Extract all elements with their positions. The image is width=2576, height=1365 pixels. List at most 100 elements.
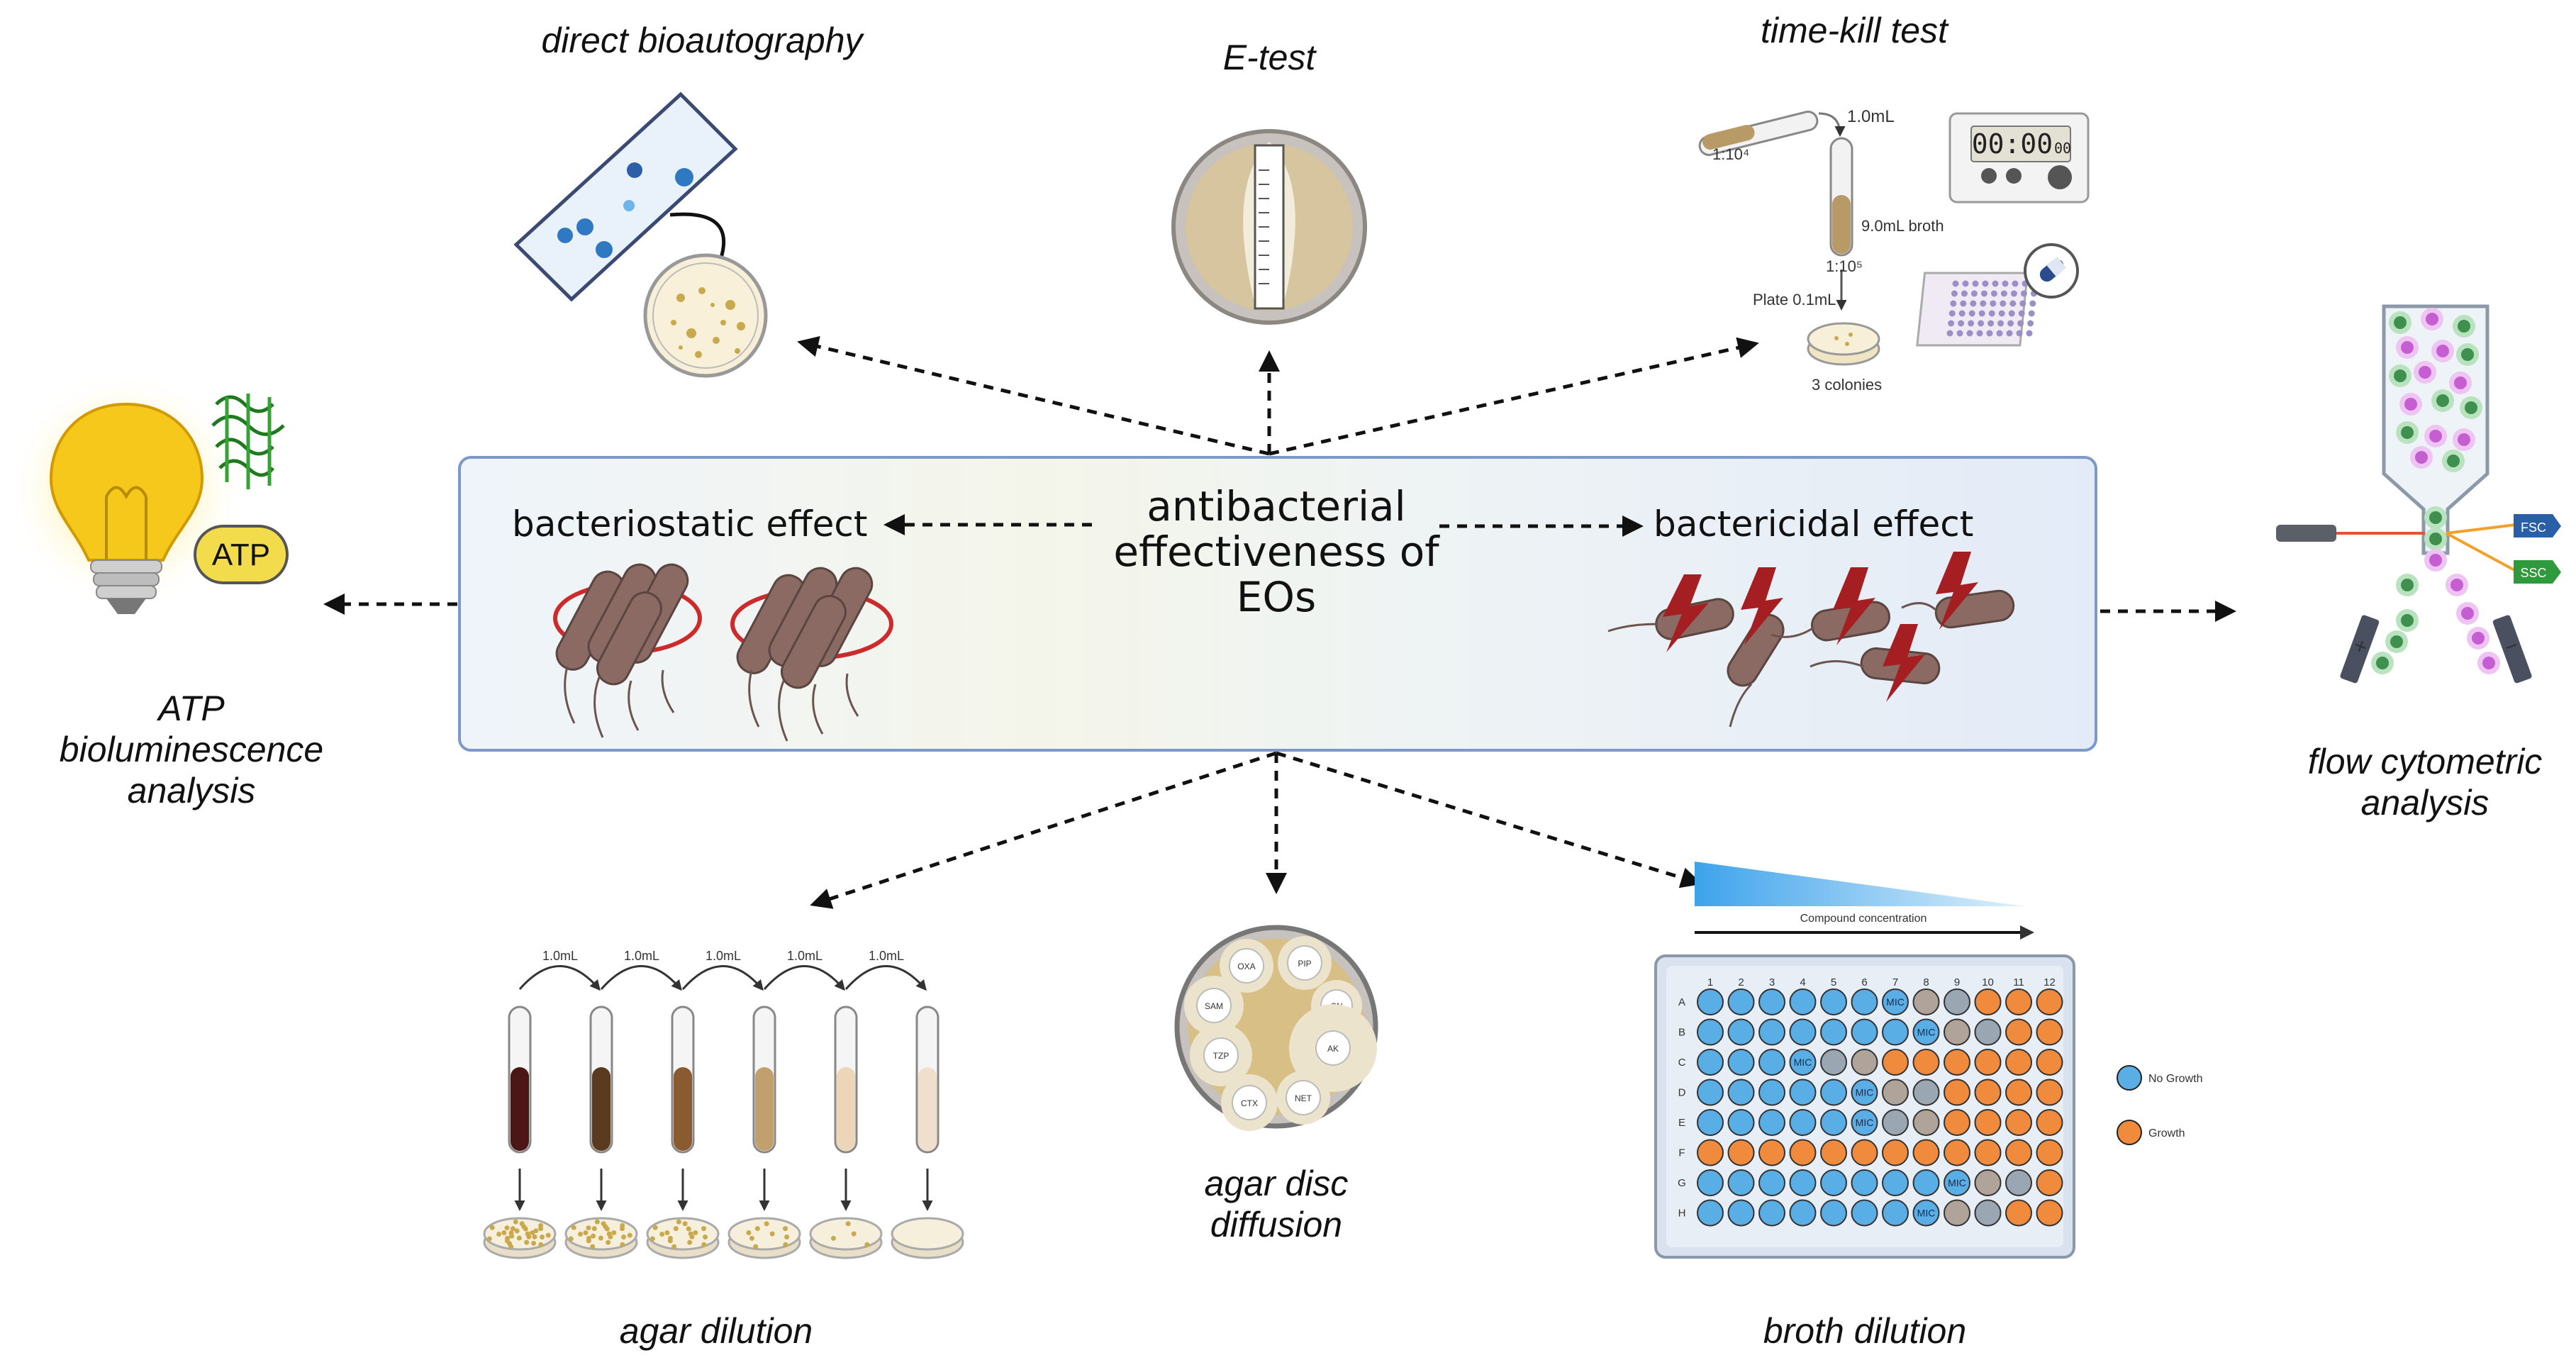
antibiotic-disc bbox=[1315, 1030, 1351, 1066]
timekill-well bbox=[1992, 280, 1999, 287]
flow-cell bbox=[2376, 657, 2389, 669]
column-label: 11 bbox=[2013, 976, 2024, 988]
plate-well bbox=[1851, 1139, 1878, 1166]
plate-well bbox=[1758, 988, 1785, 1015]
mic-marker: MIC bbox=[1917, 1027, 1936, 1038]
timekill-plate-wells bbox=[1946, 280, 2039, 337]
label-atp: ATP bioluminescence analysis bbox=[28, 688, 355, 811]
flow-cell bbox=[2429, 533, 2442, 545]
plate-well bbox=[1912, 1169, 1940, 1196]
column-label: 9 bbox=[1954, 976, 1960, 988]
colony bbox=[659, 1232, 665, 1237]
plate-well bbox=[1727, 988, 1755, 1015]
plate-well bbox=[1758, 1169, 1785, 1196]
center-title-line-2: effectiveness of bbox=[1113, 528, 1439, 576]
arrow-to-bioautography bbox=[797, 335, 1270, 456]
plate-well bbox=[2036, 1139, 2063, 1166]
column-label: 1 bbox=[1707, 976, 1713, 988]
dilution-liquid bbox=[918, 1067, 937, 1151]
plate-well bbox=[1789, 1169, 1817, 1196]
timekill-illustration bbox=[1698, 111, 2090, 366]
timekill-well bbox=[1960, 300, 1967, 307]
timekill-well bbox=[1980, 290, 1987, 297]
transfer-volume-label: 1.0mL bbox=[706, 949, 741, 963]
colony bbox=[703, 1235, 708, 1240]
label-atp-line-2: bioluminescence bbox=[59, 730, 324, 769]
center-title: antibacterial effectiveness of EOs bbox=[1064, 484, 1489, 620]
column-label: 7 bbox=[1892, 976, 1898, 988]
flow-cell bbox=[2447, 455, 2460, 467]
timekill-well bbox=[1948, 310, 1956, 317]
timekill-well bbox=[1972, 280, 1979, 287]
gfp-protein-icon bbox=[211, 394, 285, 489]
column-label: 12 bbox=[2043, 976, 2056, 988]
label-agar-disc: agar disc diffusion bbox=[1134, 1163, 1418, 1245]
colony bbox=[611, 1230, 617, 1235]
flow-cell bbox=[2461, 607, 2474, 620]
legend-growth-label: Growth bbox=[2148, 1127, 2185, 1140]
label-agar-disc-line-2: diffusion bbox=[1210, 1205, 1343, 1244]
colony bbox=[501, 1230, 507, 1235]
plate-well bbox=[1944, 1018, 1970, 1046]
timekill-well bbox=[2018, 310, 2025, 317]
label-atp-line-3: analysis bbox=[127, 771, 256, 810]
timekill-well bbox=[2008, 310, 2015, 317]
colony bbox=[754, 1226, 760, 1232]
colony bbox=[701, 1226, 707, 1232]
plate-well bbox=[2036, 1018, 2063, 1046]
atp-badge-label: ATP bbox=[212, 537, 270, 572]
plate-well bbox=[1758, 1049, 1785, 1076]
timekill-well bbox=[1958, 320, 1965, 327]
colony bbox=[568, 1236, 574, 1242]
timekill-well bbox=[1962, 280, 1969, 287]
plate-well bbox=[2036, 1199, 2063, 1227]
label-etest: E-test bbox=[1127, 37, 1411, 78]
flow-cell bbox=[2415, 451, 2428, 464]
colony bbox=[533, 1228, 539, 1234]
colony bbox=[783, 1242, 788, 1247]
timekill-well bbox=[1956, 330, 1963, 337]
plate-well bbox=[1944, 1139, 1970, 1166]
timekill-well bbox=[1958, 310, 1966, 317]
etest-illustration bbox=[1171, 129, 1367, 325]
plate-well bbox=[1912, 1049, 1940, 1076]
mic-marker: MIC bbox=[1856, 1087, 1874, 1098]
timekill-well bbox=[2029, 300, 2036, 307]
plate-well bbox=[1944, 1109, 1970, 1136]
timekill-well bbox=[1970, 290, 1978, 297]
antibiotic-disc bbox=[1286, 1080, 1321, 1115]
plate-well bbox=[1851, 1079, 1878, 1106]
flow-cell bbox=[2401, 579, 2414, 591]
disc-label: PIP bbox=[1298, 959, 1311, 969]
legend-growth-swatch bbox=[2117, 1120, 2142, 1145]
bioautography-illustration bbox=[513, 91, 768, 378]
transfer-arc bbox=[844, 965, 927, 991]
timekill-well bbox=[2016, 330, 2023, 337]
column-label: 4 bbox=[1800, 976, 1805, 988]
mic-marker: MIC bbox=[1794, 1057, 1812, 1068]
mic-marker: MIC bbox=[1948, 1177, 1966, 1188]
plate-well bbox=[1944, 1199, 1970, 1227]
flow-cell bbox=[2394, 316, 2407, 329]
flow-cell bbox=[2401, 341, 2414, 354]
colony bbox=[508, 1230, 514, 1236]
label-flow: flow cytometric analysis bbox=[2283, 741, 2567, 823]
colony bbox=[586, 1225, 591, 1231]
colony bbox=[686, 1226, 691, 1232]
timekill-well bbox=[1980, 300, 1987, 307]
plate-well bbox=[1944, 988, 1970, 1015]
timekill-well bbox=[1961, 290, 1968, 297]
static-cluster-2 bbox=[730, 567, 893, 742]
central-box bbox=[458, 456, 2097, 752]
timekill-well bbox=[2019, 300, 2026, 307]
row-label: F bbox=[1678, 1147, 1685, 1159]
plate-well bbox=[1912, 1199, 1940, 1227]
plate-well bbox=[1727, 1169, 1755, 1196]
plate-well bbox=[2036, 1049, 2063, 1076]
colony bbox=[608, 1234, 613, 1239]
flow-cell bbox=[2461, 348, 2474, 361]
plate-well bbox=[1820, 988, 1847, 1015]
colony bbox=[769, 1231, 775, 1237]
